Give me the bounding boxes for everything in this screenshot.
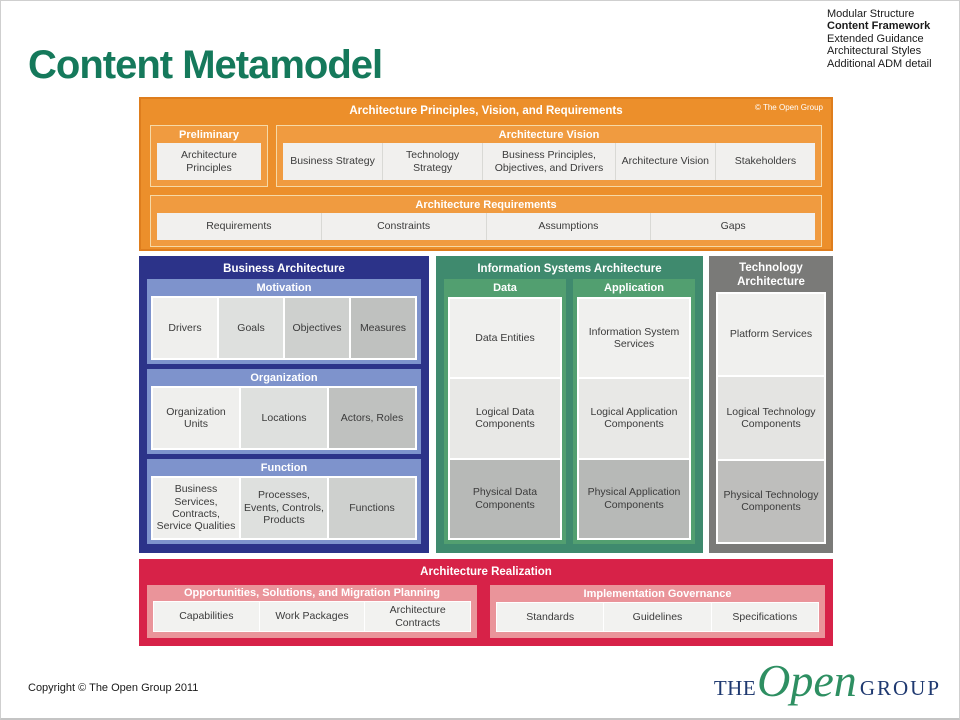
cell-business-services-contracts: Business Services, Contracts, Service Qu…: [153, 478, 239, 538]
section-business-architecture: Business Architecture Motivation Drivers…: [139, 256, 429, 553]
architecture-requirements-box: Architecture Requirements Requirements C…: [150, 195, 822, 247]
architecture-vision-title: Architecture Vision: [498, 128, 600, 141]
cell-physical-application-components: Physical Application Components: [579, 459, 689, 538]
nav-item-additional-adm-detail: Additional ADM detail: [827, 57, 932, 70]
implementation-governance-title: Implementation Governance: [583, 587, 732, 600]
cell-logical-application-components: Logical Application Components: [579, 379, 689, 458]
section-nav: Modular Structure Content Framework Exte…: [827, 8, 932, 70]
cell-processes-events-controls: Processes, Events, Controls, Products: [241, 478, 327, 538]
cell-assumptions: Assumptions: [486, 213, 651, 240]
data-column: Data Data Entities Logical Data Componen…: [444, 279, 566, 544]
architecture-vision-cells: Business Strategy Technology Strategy Bu…: [283, 143, 815, 180]
opportunities-solutions-box: Opportunities, Solutions, and Migration …: [147, 585, 477, 638]
cell-technology-strategy: Technology Strategy: [383, 143, 483, 180]
application-column-title: Application: [604, 282, 664, 294]
isa-title: Information Systems Architecture: [477, 263, 662, 275]
cell-constraints: Constraints: [321, 213, 486, 240]
cell-business-principles-objectives-drivers: Business Principles, Objectives, and Dri…: [483, 143, 615, 180]
data-column-title: Data: [493, 282, 517, 294]
nav-item-extended-guidance: Extended Guidance: [827, 32, 924, 45]
application-column: Application Information System Services …: [573, 279, 695, 544]
preliminary-box: Preliminary Architecture Principles: [150, 125, 268, 187]
data-column-cells: Data Entities Logical Data Components Ph…: [448, 297, 562, 540]
cell-functions: Functions: [329, 478, 415, 538]
nav-item-content-framework: Content Framework: [827, 20, 931, 33]
function-cells: Business Services, Contracts, Service Qu…: [151, 476, 417, 540]
preliminary-and-vision-row: Preliminary Architecture Principles Arch…: [150, 125, 822, 187]
realization-boxes: Opportunities, Solutions, and Migration …: [147, 585, 825, 638]
cell-goals: Goals: [219, 298, 283, 358]
architecture-vision-box: Architecture Vision Business Strategy Te…: [276, 125, 822, 187]
cell-stakeholders: Stakeholders: [715, 143, 815, 180]
opportunities-solutions-cells: Capabilities Work Packages Architecture …: [153, 601, 471, 632]
organization-title: Organization: [250, 371, 318, 384]
cell-information-system-services: Information System Services: [579, 299, 689, 378]
function-box: Function Business Services, Contracts, S…: [147, 459, 421, 544]
cell-work-packages: Work Packages: [259, 602, 365, 631]
cell-architecture-vision: Architecture Vision: [615, 143, 715, 180]
cell-gaps: Gaps: [651, 213, 815, 240]
business-groups: Motivation Drivers Goals Objectives Meas…: [147, 279, 421, 544]
motivation-box: Motivation Drivers Goals Objectives Meas…: [147, 279, 421, 364]
cell-logical-data-components: Logical Data Components: [450, 379, 560, 458]
cell-architecture-principles: Architecture Principles: [157, 143, 261, 180]
motivation-title: Motivation: [256, 281, 312, 294]
function-title: Function: [260, 461, 308, 474]
isa-columns: Data Data Entities Logical Data Componen…: [444, 279, 695, 544]
technology-architecture-title: Technology Architecture: [737, 262, 805, 288]
logo-open-text: Open: [757, 655, 857, 706]
motivation-cells: Drivers Goals Objectives Measures: [151, 296, 417, 360]
cell-business-strategy: Business Strategy: [283, 143, 383, 180]
preliminary-title: Preliminary: [179, 128, 239, 141]
cell-physical-data-components: Physical Data Components: [450, 459, 560, 538]
cell-physical-technology-components: Physical Technology Components: [718, 460, 824, 542]
cell-logical-technology-components: Logical Technology Components: [718, 377, 824, 459]
cell-drivers: Drivers: [153, 298, 217, 358]
diagram-credit: © The Open Group: [754, 103, 823, 112]
section-principles-vision-requirements: Architecture Principles, Vision, and Req…: [139, 97, 833, 251]
preliminary-cells: Architecture Principles: [157, 143, 261, 180]
cell-measures: Measures: [351, 298, 415, 358]
architecture-requirements-title: Architecture Requirements: [415, 198, 557, 211]
cell-actors-roles: Actors, Roles: [329, 388, 415, 448]
cell-platform-services: Platform Services: [718, 294, 824, 376]
implementation-governance-box: Implementation Governance Standards Guid…: [490, 585, 825, 638]
organization-cells: Organization Units Locations Actors, Rol…: [151, 386, 417, 450]
section-title: Architecture Principles, Vision, and Req…: [349, 105, 623, 117]
nav-item-architectural-styles: Architectural Styles: [827, 45, 922, 58]
cell-capabilities: Capabilities: [154, 602, 259, 631]
content-metamodel-diagram: Architecture Principles, Vision, and Req…: [136, 97, 836, 646]
cell-organization-units: Organization Units: [153, 388, 239, 448]
implementation-governance-cells: Standards Guidelines Specifications: [496, 602, 819, 632]
cell-requirements: Requirements: [157, 213, 321, 240]
cell-locations: Locations: [241, 388, 327, 448]
open-group-logo: THE Open GROUP: [714, 658, 941, 704]
cell-objectives: Objectives: [285, 298, 349, 358]
cell-data-entities: Data Entities: [450, 299, 560, 378]
application-column-cells: Information System Services Logical Appl…: [577, 297, 691, 540]
opportunities-solutions-title: Opportunities, Solutions, and Migration …: [183, 587, 441, 600]
technology-cells: Platform Services Logical Technology Com…: [716, 292, 826, 544]
cell-standards: Standards: [497, 603, 604, 631]
organization-box: Organization Organization Units Location…: [147, 369, 421, 454]
architecture-realization-title: Architecture Realization: [420, 566, 552, 578]
copyright-text: Copyright © The Open Group 2011: [28, 682, 199, 694]
logo-group-text: GROUP: [859, 675, 941, 700]
section-architecture-realization: Architecture Realization Opportunities, …: [139, 559, 833, 646]
logo-the-text: THE: [713, 675, 757, 700]
business-architecture-title: Business Architecture: [223, 263, 345, 275]
cell-architecture-contracts: Architecture Contracts: [365, 602, 471, 631]
nav-item-modular-structure: Modular Structure: [827, 8, 915, 20]
section-information-systems-architecture: Information Systems Architecture Data Da…: [436, 256, 703, 553]
page-title: Content Metamodel: [28, 43, 383, 87]
cell-specifications: Specifications: [711, 603, 818, 631]
section-technology-architecture: Technology Architecture Platform Service…: [709, 256, 833, 553]
cell-guidelines: Guidelines: [604, 603, 711, 631]
architecture-requirements-cells: Requirements Constraints Assumptions Gap…: [157, 213, 815, 240]
